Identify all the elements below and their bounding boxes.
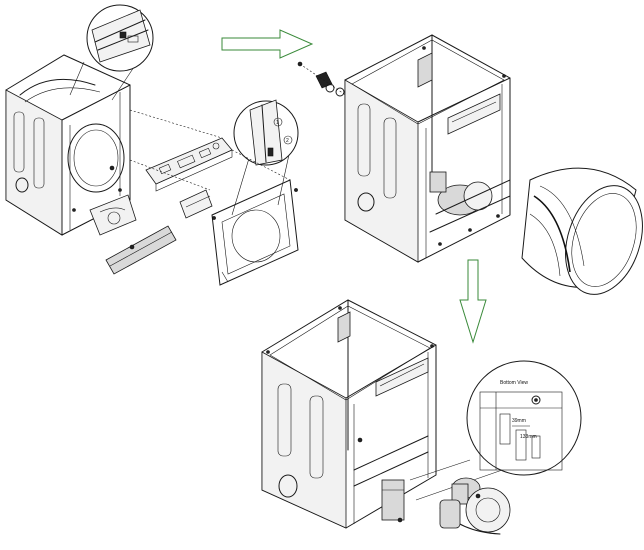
open-cabinet-upper — [344, 34, 511, 263]
detail-callout-right: 1 2 — [231, 99, 299, 216]
arrow-right-icon — [221, 29, 314, 59]
bottom-view-label: Bottom View — [500, 380, 528, 386]
arrow-down-icon — [459, 259, 487, 344]
dispenser-drawer-part — [179, 189, 213, 219]
open-cabinet-lower — [261, 299, 437, 529]
dryer-front-assembly — [5, 54, 131, 236]
dimension-133mm-label: 133mm — [520, 434, 537, 440]
dimension-39mm-label: 39mm — [512, 418, 526, 424]
step-2-label: 2 — [286, 138, 289, 144]
control-panel-part — [145, 137, 233, 192]
bottom-view-callout: Bottom View 39mm 133mm — [409, 360, 582, 501]
front-door-panel — [211, 179, 299, 286]
front-bracket-part — [89, 194, 137, 236]
step-1-label: 1 — [276, 120, 279, 126]
assembly-guide-lines — [129, 109, 291, 191]
kickplate-part — [105, 225, 177, 275]
bearing-parts — [297, 61, 351, 99]
detail-callout-top — [69, 4, 154, 101]
drum-part — [521, 167, 643, 295]
blower-motor-part — [439, 477, 511, 535]
